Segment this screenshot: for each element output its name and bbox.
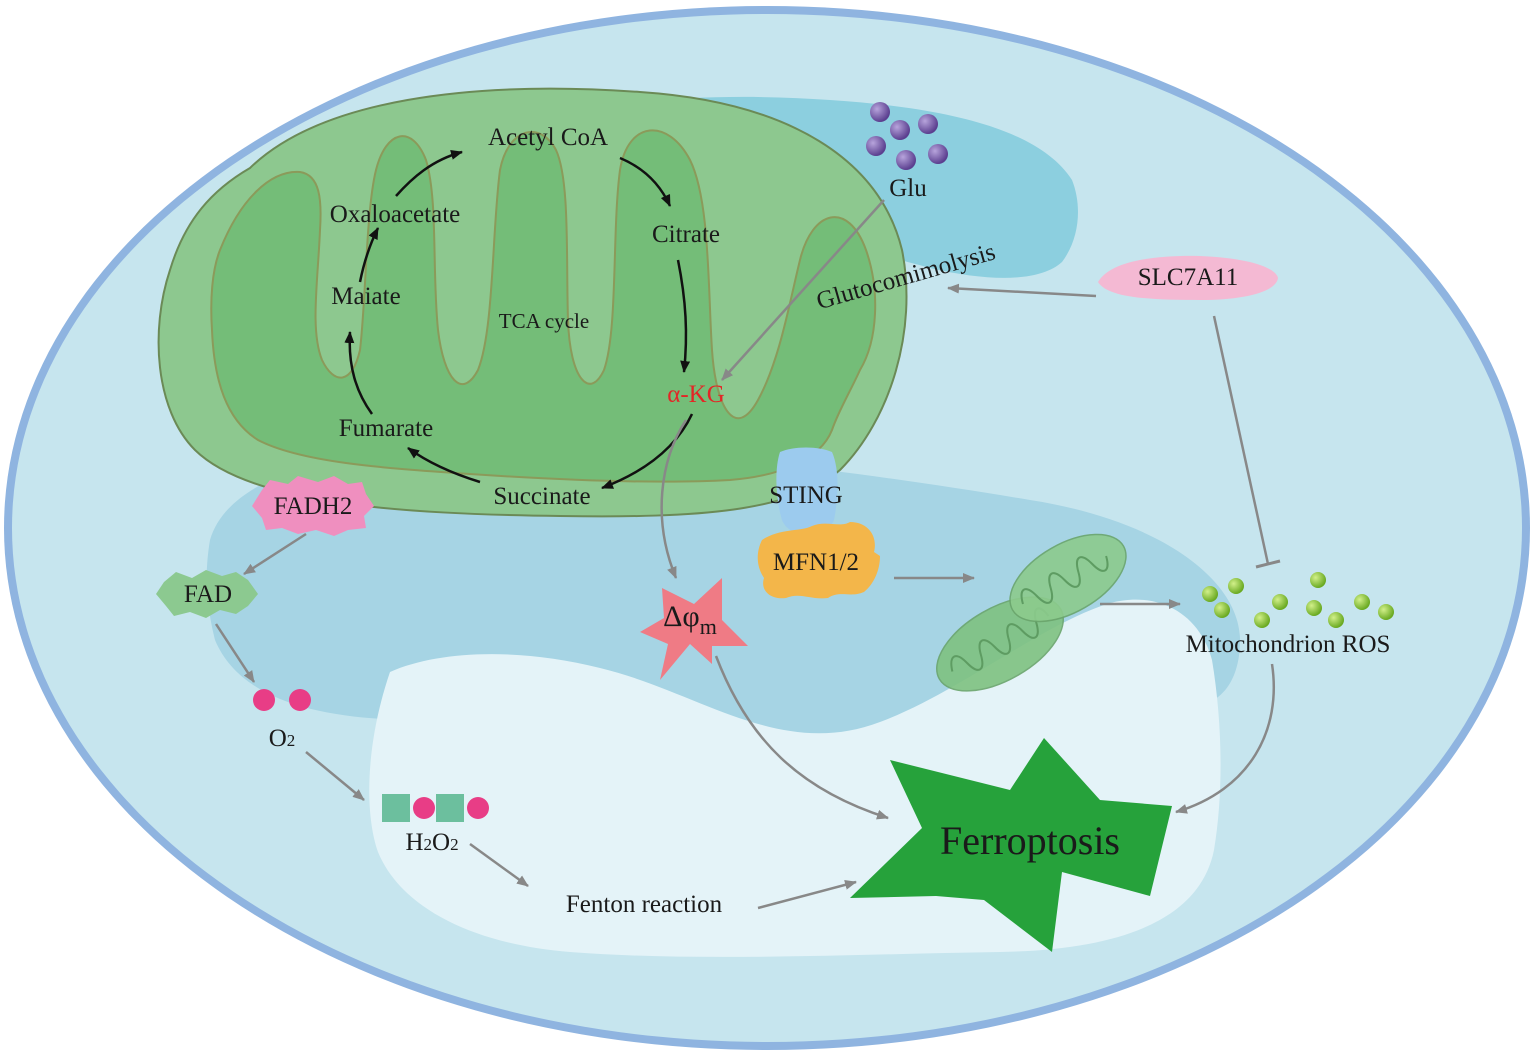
arrow-acetylcoa-to-citrate bbox=[619, 156, 672, 207]
label-sting: STING bbox=[769, 482, 843, 509]
sting-shape bbox=[776, 447, 838, 535]
arrow-akg-to-delta bbox=[660, 419, 688, 579]
h2o2-molecule bbox=[382, 794, 489, 822]
label-acetyl-coa: Acetyl CoA bbox=[488, 124, 608, 151]
label-delta-phi-m: Δφm bbox=[663, 600, 717, 639]
glu-molecules bbox=[866, 102, 948, 170]
arrow-o2-to-h2o2 bbox=[305, 751, 365, 801]
arrow-oxaloacetate-to-acetylcoa bbox=[395, 150, 463, 197]
label-slc7a11: SLC7A11 bbox=[1138, 264, 1238, 291]
label-mfn: MFN1/2 bbox=[773, 549, 859, 576]
label-glu: Glu bbox=[889, 175, 927, 202]
pathway-arrows bbox=[214, 199, 1281, 910]
label-oxaloacetate: Oxaloacetate bbox=[330, 201, 460, 228]
label-ferroptosis: Ferroptosis bbox=[940, 818, 1120, 863]
small-mitochondria bbox=[936, 533, 1127, 692]
label-succinate: Succinate bbox=[493, 483, 590, 510]
arrow-slc7a11-to-glutaminolysis bbox=[947, 283, 1097, 298]
ferroptosis-shape bbox=[850, 738, 1172, 952]
arrow-h2o2-to-fenton bbox=[469, 842, 529, 888]
mitochondrion-cristae bbox=[210, 129, 877, 483]
label-fadh2: FADH2 bbox=[274, 493, 353, 520]
label-fenton-reaction: Fenton reaction bbox=[566, 891, 723, 918]
arrow-fumarate-to-malate bbox=[344, 331, 374, 415]
fad-shape bbox=[156, 570, 258, 618]
label-h2o2: H2O2 bbox=[405, 829, 458, 856]
label-o2: O2 bbox=[269, 725, 296, 752]
label-malate: Maiate bbox=[331, 283, 400, 310]
inhibit-slc7a11-to-ros bbox=[1212, 315, 1270, 565]
label-fad: FAD bbox=[184, 581, 232, 608]
delta-phi-star bbox=[640, 578, 748, 680]
fadh2-shape bbox=[252, 476, 374, 536]
label-citrate: Citrate bbox=[652, 221, 720, 248]
ros-molecules bbox=[1202, 572, 1394, 628]
mfn-shape bbox=[757, 522, 880, 599]
label-fumarate: Fumarate bbox=[339, 415, 433, 442]
arrow-citrate-to-akg bbox=[676, 259, 691, 373]
label-mitochondrion-ros: Mitochondrion ROS bbox=[1186, 631, 1391, 658]
arrow-malate-to-oxaloacetate bbox=[358, 227, 380, 283]
label-akg: α-KG bbox=[667, 381, 725, 408]
arrow-akg-to-succinate bbox=[601, 413, 694, 490]
mitochondrion bbox=[157, 87, 908, 518]
label-tca-cycle: TCA cycle bbox=[499, 309, 589, 333]
arrow-succinate-to-fumarate bbox=[407, 446, 481, 484]
arrow-fadh2-to-fad bbox=[243, 532, 307, 576]
arrow-glu-to-akg bbox=[721, 199, 885, 381]
arrow-fenton-to-ferroptosis bbox=[757, 879, 857, 910]
o2-dot bbox=[253, 689, 275, 711]
arrow-fad-to-o2 bbox=[214, 623, 256, 683]
inhibit-bar bbox=[1255, 559, 1281, 569]
arrow-ros-to-ferroptosis bbox=[1175, 663, 1276, 814]
tca-cycle-arrows bbox=[344, 150, 694, 490]
arrow-delta-to-ferroptosis bbox=[714, 655, 889, 820]
o2-dot bbox=[289, 689, 311, 711]
slc7a11-shape bbox=[1098, 255, 1278, 300]
